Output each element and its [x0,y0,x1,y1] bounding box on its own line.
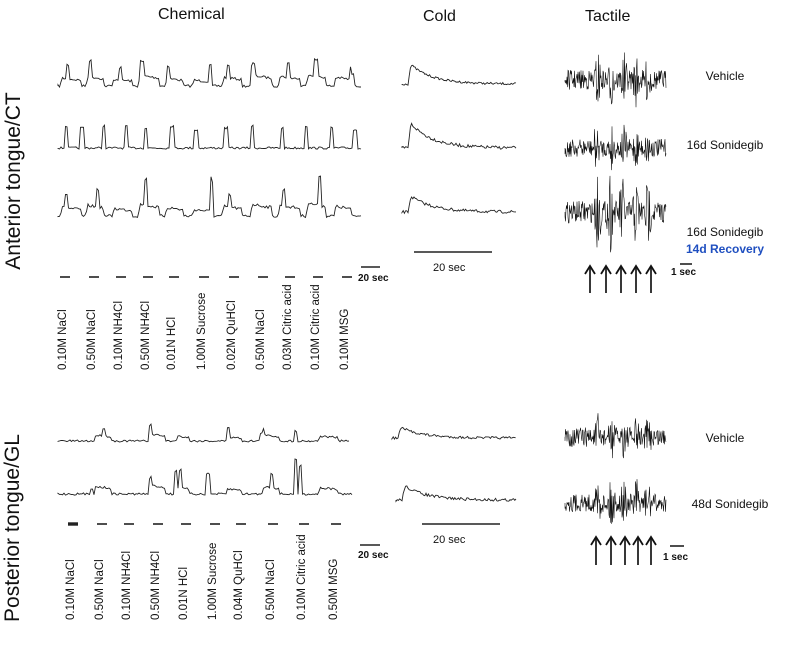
cold-trace-posterior-vehicle [391,426,516,441]
tactile-trace-vehicle [564,52,667,108]
anterior-stimulus-label: 0.03M Citric acid [282,284,294,370]
tactile-trace-48d-sonidegib [564,479,667,524]
tactile-trace-16d-sonidegib [564,124,667,171]
anterior-stimulus-label: 0.50M NaCl [86,309,98,370]
condition-48d-sonidegib: 48d Sonidegib [691,497,769,511]
posterior-stimulus-label: 0.50M NH4Cl [150,550,162,620]
posterior-stimulus-label: 0.50M MSG [328,558,340,620]
scale-cold-anterior: 20 sec [433,262,466,274]
chemical-trace-48d-sonidegib [57,458,353,496]
condition-vehicle-anterior: Vehicle [705,69,745,83]
tactile-trace-posterior-vehicle [564,413,667,459]
cold-trace-vehicle [401,64,517,86]
posterior-stimulus-label: 1.00M Sucrose [207,542,219,620]
label-posterior-tongue: Posterior tongue/GL [1,434,24,622]
header-tactile: Tactile [585,8,631,25]
tactile-stimulus-arrow-posterior-head [632,535,644,546]
scale-chemical-anterior: 20 sec [358,273,389,284]
tactile-stimulus-arrow-anterior-head [600,264,612,275]
chemical-trace-vehicle [57,57,361,89]
posterior-stimulus-label: 0.10M NH4Cl [121,550,133,620]
condition-14d-recovery: 14d Recovery [685,242,765,256]
anterior-stimulus-label: 0.10M NaCl [57,309,69,370]
tactile-trace-recovery [564,175,667,253]
tactile-stimulus-arrow-anterior-head [615,264,627,275]
chemical-trace-posterior-vehicle [57,423,350,443]
scale-tactile-posterior: 1 sec [663,552,689,563]
posterior-stimulus-label: 0.50M NaCl [94,559,106,620]
tactile-stimulus-arrow-posterior-head [605,535,617,546]
posterior-stimulus-label: 0.04M QuHCl [233,550,245,620]
anterior-stimulus-label: 0.10M Citric acid [310,284,322,370]
posterior-stimulus-label: 0.50M NaCl [265,559,277,620]
label-anterior-tongue: Anterior tongue/CT [2,92,25,270]
condition-16d-sonidegib-recovery: 16d Sonidegib [686,225,764,239]
chemical-trace-recovery [57,175,362,219]
tactile-stimulus-arrow-anterior-head [645,264,657,275]
condition-vehicle-posterior: Vehicle [705,431,745,445]
header-cold: Cold [423,8,456,25]
header-chemical: Chemical [158,6,225,23]
anterior-stimulus-label: 0.50M NaCl [255,309,267,370]
tactile-stimulus-arrow-posterior-head [645,535,657,546]
anterior-stimulus-label: 0.02M QuHCl [226,300,238,370]
tactile-stimulus-arrow-posterior-head [619,535,631,546]
chemical-trace-16d-sonidegib [57,124,362,151]
scale-chemical-posterior: 20 sec [358,550,389,561]
cold-trace-recovery [401,196,516,215]
cold-trace-16d-sonidegib [401,122,517,150]
tactile-stimulus-arrow-posterior-head [590,535,602,546]
tactile-stimulus-arrow-anterior-head [630,264,642,275]
tactile-stimulus-arrow-anterior-head [584,264,596,275]
anterior-stimulus-label: 1.00M Sucrose [196,292,208,370]
anterior-stimulus-label: 0.10M NH4Cl [113,300,125,370]
posterior-stimulus-label: 0.01N HCl [178,566,190,620]
anterior-stimulus-label: 0.01N HCl [166,316,178,370]
anterior-stimulus-label: 0.50M NH4Cl [140,300,152,370]
posterior-stimulus-label: 0.10M NaCl [65,559,77,620]
anterior-stimulus-label: 0.10M MSG [339,308,351,370]
condition-16d-sonidegib: 16d Sonidegib [686,138,764,152]
scale-tactile-anterior: 1 sec [671,267,697,278]
posterior-stimulus-label: 0.10M Citric acid [296,534,308,620]
scale-cold-posterior: 20 sec [433,534,466,546]
cold-trace-48d-sonidegib [395,485,517,503]
